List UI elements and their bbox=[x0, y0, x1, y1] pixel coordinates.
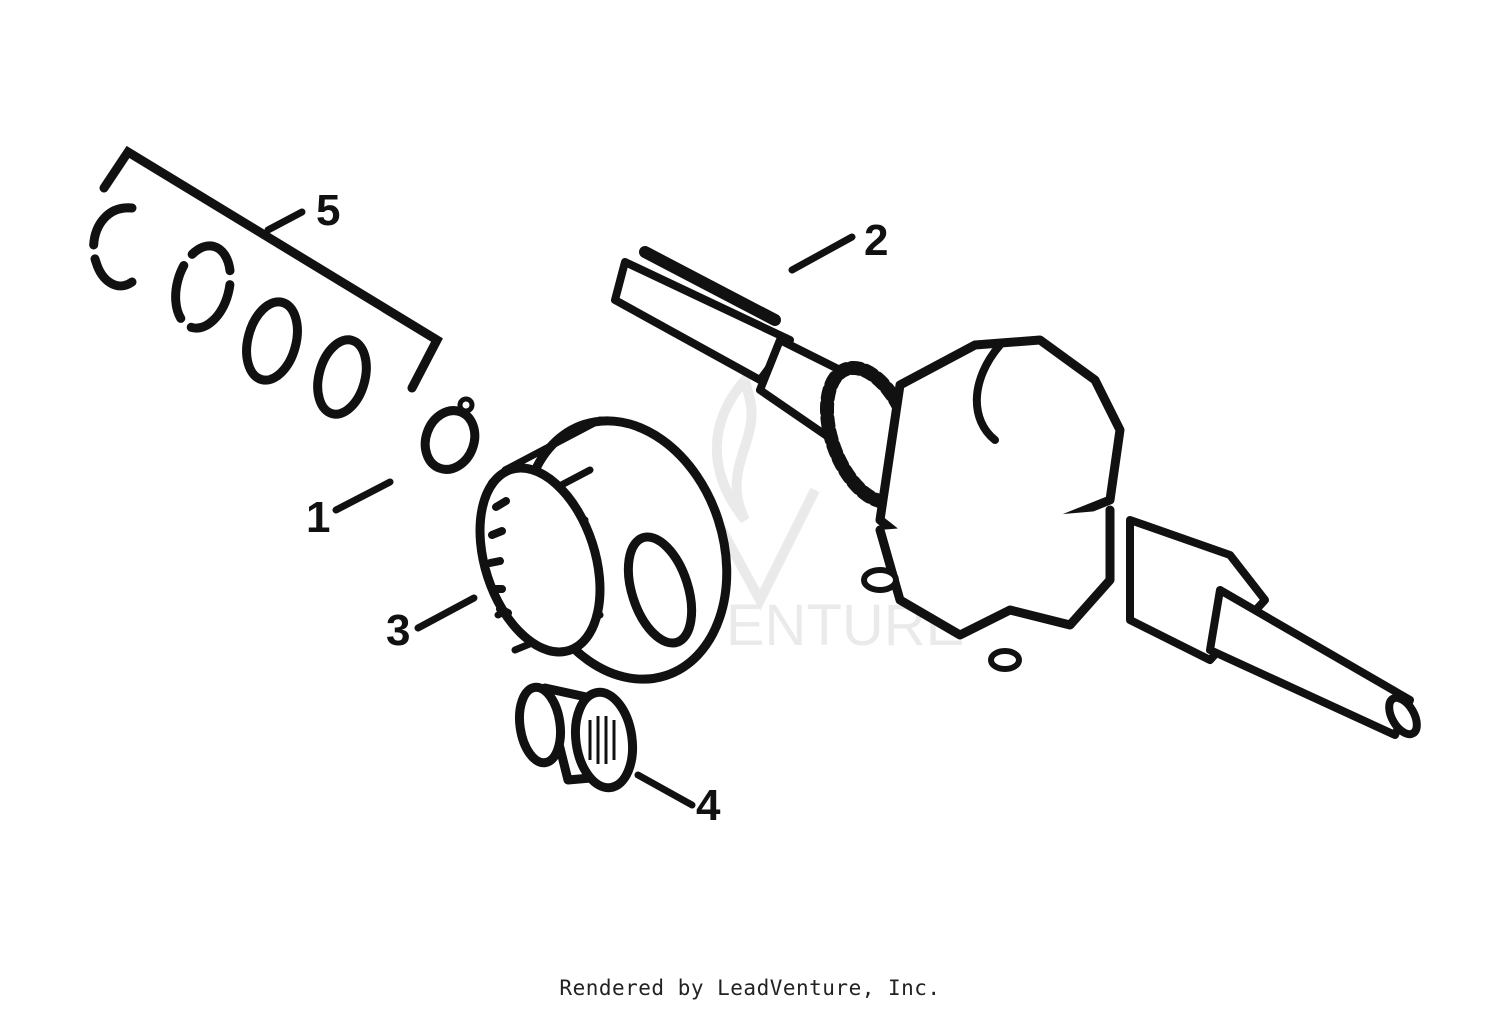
callout-4[interactable]: 4 bbox=[696, 781, 721, 830]
callout-1[interactable]: 1 bbox=[306, 493, 330, 542]
leader-line-5 bbox=[264, 208, 306, 234]
leader-line-1 bbox=[332, 478, 394, 514]
piston-rings-set[interactable] bbox=[89, 145, 443, 420]
needle-bearing[interactable] bbox=[515, 682, 639, 793]
leader-line-2 bbox=[788, 233, 856, 274]
leader-line-4 bbox=[634, 771, 696, 809]
crankshaft[interactable] bbox=[611, 246, 1423, 739]
callout-3[interactable]: 3 bbox=[386, 606, 410, 655]
crank-gear[interactable] bbox=[458, 394, 759, 706]
leader-line-3 bbox=[414, 594, 478, 632]
snap-ring[interactable] bbox=[417, 396, 483, 476]
leader-lines bbox=[264, 208, 856, 809]
rings-bracket bbox=[99, 145, 443, 393]
callout-5[interactable]: 5 bbox=[316, 186, 340, 235]
callout-2[interactable]: 2 bbox=[864, 216, 888, 265]
footer-credit: Rendered by LeadVenture, Inc. bbox=[559, 976, 941, 1000]
